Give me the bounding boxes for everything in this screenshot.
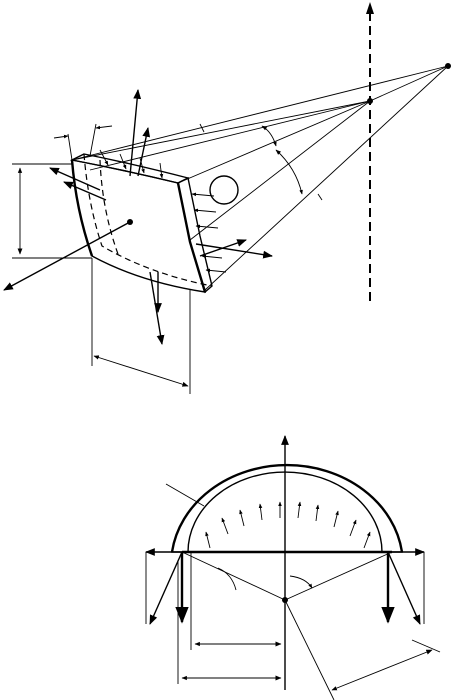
pressure-circle	[209, 175, 239, 205]
internal-pressure-arrows	[205, 501, 371, 549]
inner-radius-dimension	[190, 552, 282, 650]
radial-line-3	[71, 65, 449, 161]
angle-tick-2	[317, 193, 323, 201]
hidden-edge-1	[83, 153, 213, 287]
lower-view	[145, 435, 441, 700]
normal-force-arrow	[3, 221, 131, 291]
pressure-arrows-right	[191, 192, 227, 273]
angle-arc-left	[217, 567, 237, 591]
shear-force-up	[129, 89, 142, 177]
radial-line-5	[189, 100, 371, 241]
angle-arc-1	[261, 125, 277, 147]
height-dimension	[12, 163, 92, 259]
radius-left	[181, 551, 286, 601]
radius-extension	[284, 599, 335, 700]
radius-right	[284, 551, 393, 601]
thickness-dimension	[53, 123, 113, 161]
upper-view	[3, 2, 451, 394]
radial-line-6	[204, 65, 449, 291]
angle-arc-2	[275, 149, 303, 195]
hidden-edge-2	[99, 159, 119, 255]
right-tangent-force	[387, 551, 421, 625]
radial-line-2	[89, 100, 371, 171]
hoop-force-right-2	[199, 239, 247, 257]
pressure-arrows-top	[99, 149, 164, 179]
radial-line-7	[369, 65, 449, 102]
shell-right-edge	[176, 182, 207, 293]
radial-line-4	[177, 100, 371, 184]
left-tangent-force	[149, 551, 183, 625]
angle-tick-1	[199, 123, 205, 133]
slant-dimension	[331, 639, 441, 691]
width-dimension	[91, 258, 191, 394]
shell-front-edge	[70, 159, 94, 257]
meridional-force-left-2	[63, 181, 107, 201]
radial-line-1	[71, 100, 371, 161]
axis-arrow-top	[366, 2, 374, 14]
hoop-force-right	[195, 243, 273, 259]
angle-arc-center	[289, 575, 313, 589]
shear-force-up-2	[137, 127, 151, 177]
shell-outer-arc	[170, 463, 404, 553]
outer-radius-dimension	[177, 560, 286, 684]
thickness-leader	[165, 483, 205, 507]
meridional-force-left	[49, 167, 101, 191]
